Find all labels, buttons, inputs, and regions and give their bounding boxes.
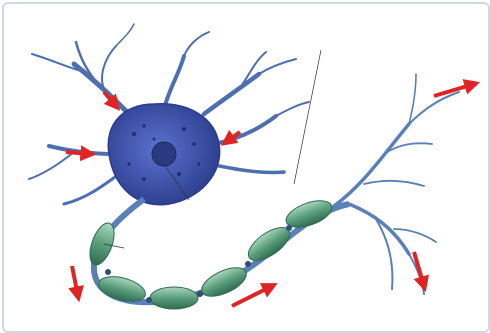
arrow-terminal-bottom <box>414 252 424 286</box>
myelin-sheath <box>85 195 335 309</box>
neuron-diagram <box>4 4 488 331</box>
arrow-dendrite-left <box>66 152 90 154</box>
arrow-axon-bottom <box>232 286 272 306</box>
nucleus <box>152 142 176 166</box>
arrow-axon-left <box>72 266 78 296</box>
axon-terminals <box>334 74 459 294</box>
